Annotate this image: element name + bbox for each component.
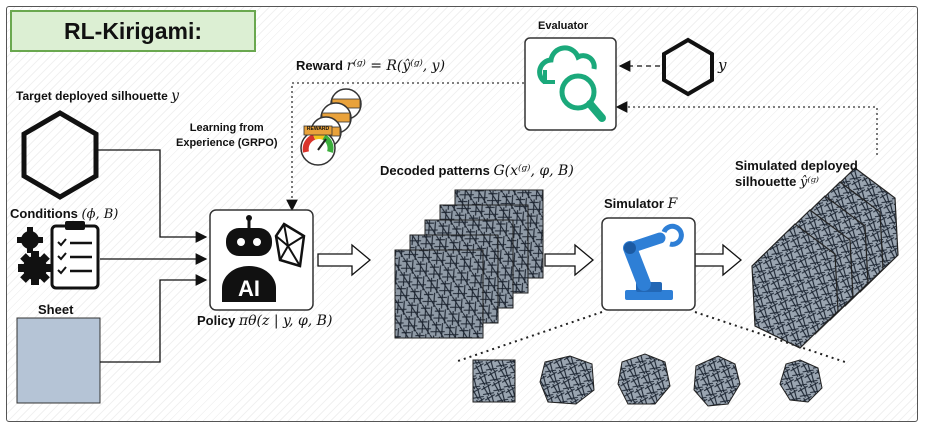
zoom-line-right [694, 311, 846, 363]
simulator-box [601, 217, 696, 311]
page-title: RL-Kirigami: [64, 17, 202, 44]
arrow-patterns-to-simulator [544, 243, 595, 277]
conditions-label: Conditions (ϕ, B) [10, 206, 118, 222]
arrow-target-to-policy [98, 149, 208, 243]
reward-gauge-icon [300, 88, 362, 166]
clipboard-checklist-icon [50, 221, 100, 290]
simulated-line-2: silhouette [735, 174, 797, 189]
policy-label: Policy πθ(z | y, φ, B) [197, 313, 332, 329]
conditions-label-text: Conditions [10, 206, 78, 221]
title-banner: RL-Kirigami: [10, 10, 256, 52]
target-label-text: Target deployed silhouette [16, 89, 168, 103]
reward-label-text: Reward [296, 58, 343, 73]
target-symbol: y [171, 88, 180, 104]
conditions-symbol: (ϕ, B) [81, 207, 119, 222]
robot-ai-icon [222, 215, 306, 302]
simulator-symbol: F [667, 196, 678, 212]
policy-formula: πθ(z | y, φ, B) [238, 313, 333, 329]
zoom-line-left [454, 311, 603, 363]
evaluator-target-hexagon-icon [662, 37, 714, 97]
target-label: Target deployed silhouette y [16, 88, 179, 104]
reward-label: Reward r⁽ᵍ⁾ = R(ŷ⁽ᵍ⁾, y) [296, 58, 445, 74]
policy-label-text: Policy [197, 313, 236, 328]
reward-badge-text: REWARD [307, 126, 330, 132]
decoded-label-text: Decoded patterns [380, 163, 490, 178]
target-hexagon-icon [21, 110, 99, 200]
feedback-simulated-to-evaluator [615, 101, 878, 155]
sheet-label: Sheet [38, 302, 74, 317]
arrow-sheet-to-policy [100, 274, 208, 363]
arrow-policy-to-patterns [317, 243, 372, 277]
decoded-label: Decoded patterns G(x⁽ᵍ⁾, φ, B) [380, 163, 574, 179]
robot-arm-icon [623, 223, 684, 300]
learning-line-1: Learning from [189, 122, 264, 134]
simulated-label: Simulated deployed silhouette ŷ⁽ᵍ⁾ [735, 158, 858, 191]
learning-line-2: Experience (GRPO) [176, 137, 278, 149]
ai-badge-text: AI [238, 276, 260, 301]
simulator-label: Simulator F [604, 196, 677, 212]
evaluator-target-symbol: y [718, 56, 727, 74]
cloud-search-icon [537, 45, 606, 122]
decoded-formula: G(x⁽ᵍ⁾, φ, B) [493, 163, 574, 179]
evaluator-label: Evaluator [538, 20, 589, 32]
simulated-line-2-wrap: silhouette ŷ⁽ᵍ⁾ [735, 174, 858, 191]
sheet-rectangle [16, 317, 101, 404]
simulated-symbol: ŷ⁽ᵍ⁾ [800, 175, 819, 190]
arrow-simulator-to-deployed [694, 243, 743, 277]
decoded-pattern-stack [394, 189, 544, 339]
simulation-progression [472, 353, 823, 407]
learning-label: Learning from Experience (GRPO) [176, 121, 277, 151]
gears-icon [17, 227, 52, 285]
simulated-line-1: Simulated deployed [735, 158, 858, 173]
reward-formula: r⁽ᵍ⁾ = R(ŷ⁽ᵍ⁾, y) [346, 58, 446, 74]
simulated-silhouette-stack [751, 167, 899, 349]
feedback-evaluator-to-policy [286, 82, 524, 212]
simulator-label-text: Simulator [604, 196, 664, 211]
